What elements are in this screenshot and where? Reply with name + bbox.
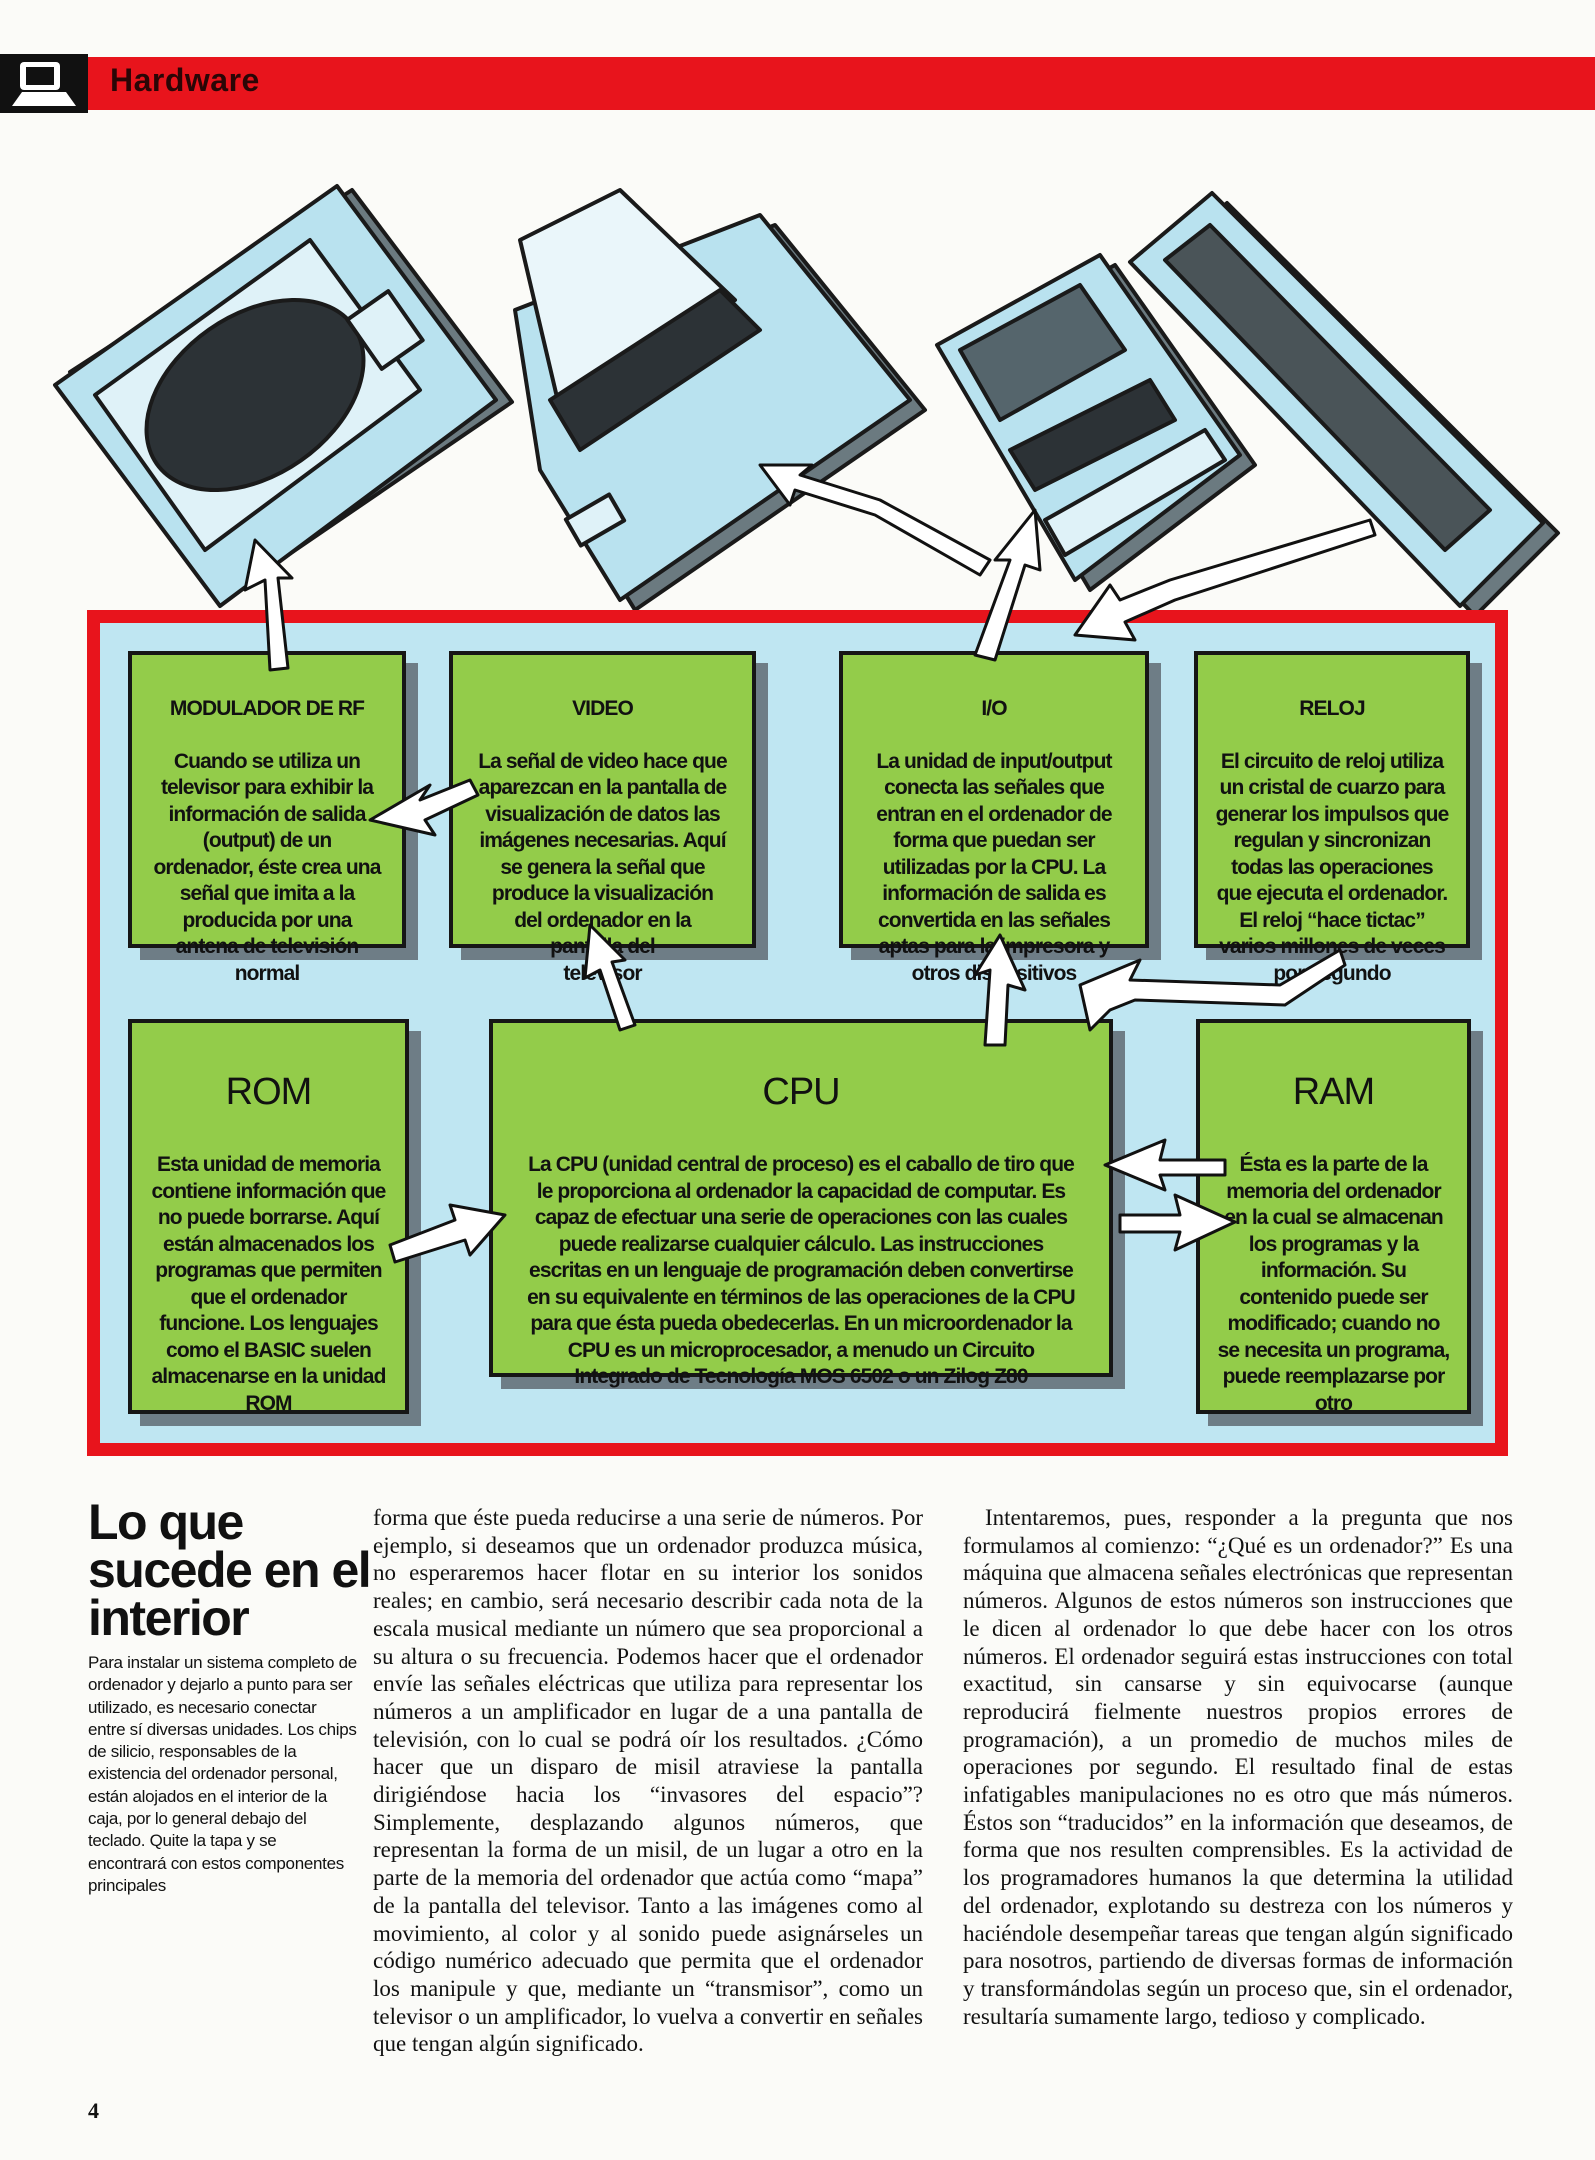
devices-illustration (53, 184, 1560, 618)
io-title: I/O (981, 696, 1007, 720)
io-text: La unidad de input/output conecta las se… (876, 749, 1112, 985)
section-title: Hardware (110, 62, 260, 98)
rf-modulator-box: MODULADOR DE RF Cuando se utiliza un tel… (128, 651, 406, 985)
ram-title: RAM (1292, 1070, 1375, 1113)
rf-modulator-text: Cuando se utiliza un televisor para exhi… (153, 749, 382, 985)
video-box: VIDEO La señal de video hace que aparezc… (449, 651, 756, 985)
cpu-title: CPU (762, 1070, 840, 1113)
cpu-text: La CPU (unidad central de proceso) es el… (527, 1153, 1076, 1388)
computer-terminal-icon (0, 54, 88, 113)
section-header-bar (0, 57, 1595, 110)
ram-text: Ésta es la parte de la memoria del orden… (1217, 1153, 1451, 1415)
clock-title: RELOJ (1299, 696, 1365, 720)
page-number: 4 (88, 2098, 99, 2123)
ram-box: RAM Ésta es la parte de la memoria del o… (1196, 1019, 1471, 1415)
rom-box: ROM Esta unidad de memoria contiene info… (128, 1019, 409, 1415)
rom-title: ROM (225, 1070, 313, 1113)
rf-modulator-title: MODULADOR DE RF (169, 696, 365, 720)
rom-text: Esta unidad de memoria contiene informac… (151, 1153, 386, 1415)
cassette-recorder-illustration (935, 253, 1257, 592)
keyboard-illustration (1128, 191, 1560, 618)
article-heading: Lo que sucede en el interior (88, 1494, 372, 1646)
television-illustration (53, 184, 514, 608)
clock-text: El circuito de reloj utiliza un cristal … (1215, 749, 1450, 985)
video-text: La señal de video hace que aparezcan en … (478, 749, 727, 985)
io-box: I/O La unidad de input/output conecta la… (839, 651, 1149, 985)
video-title: VIDEO (572, 696, 634, 720)
cpu-box: CPU La CPU (unidad central de proceso) e… (489, 1019, 1113, 1388)
clock-box: RELOJ El circuito de reloj utiliza un cr… (1194, 651, 1470, 985)
printer-illustration (513, 188, 927, 612)
article-column-2: forma que éste pueda reducirse a una ser… (373, 1505, 923, 2057)
article-intro: Para instalar un sistema completo de ord… (88, 1653, 357, 1895)
article-column-3: Intentaremos, pues, responder a la pregu… (963, 1505, 1513, 2029)
